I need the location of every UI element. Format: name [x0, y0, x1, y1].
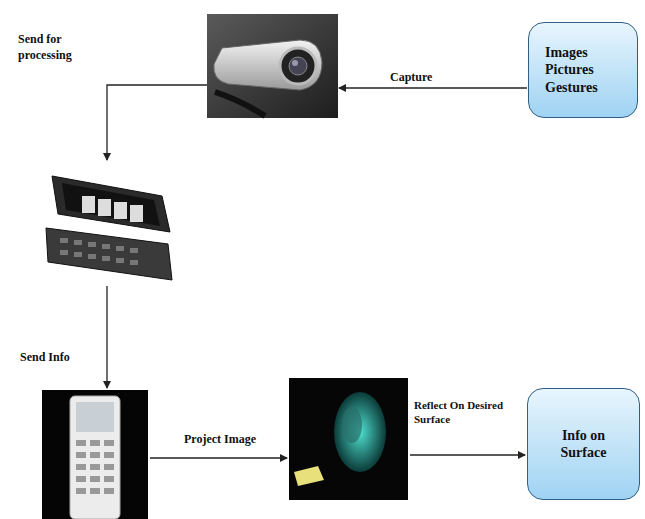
projection-photo — [289, 378, 408, 500]
camera-photo — [207, 14, 338, 118]
arrow — [150, 457, 287, 458]
arrow-label: Reflect On Desired Surface — [414, 398, 522, 427]
box-text: Info on Surface — [542, 427, 625, 462]
arrow-label: Send Info — [20, 350, 100, 366]
phone-photo — [42, 390, 148, 519]
arrow-label: Project Image — [184, 432, 284, 448]
arrow — [107, 85, 207, 160]
box-text: Images Pictures Gestures — [545, 44, 617, 97]
process-box: Info on Surface — [527, 388, 640, 500]
arrow-label: Capture — [390, 70, 480, 86]
arrow — [410, 454, 525, 455]
arrow — [339, 87, 527, 88]
arrow-label: Send for processing — [18, 32, 98, 63]
arrow — [106, 286, 107, 388]
process-box: Images Pictures Gestures — [528, 22, 638, 118]
phone-photo — [46, 176, 172, 280]
